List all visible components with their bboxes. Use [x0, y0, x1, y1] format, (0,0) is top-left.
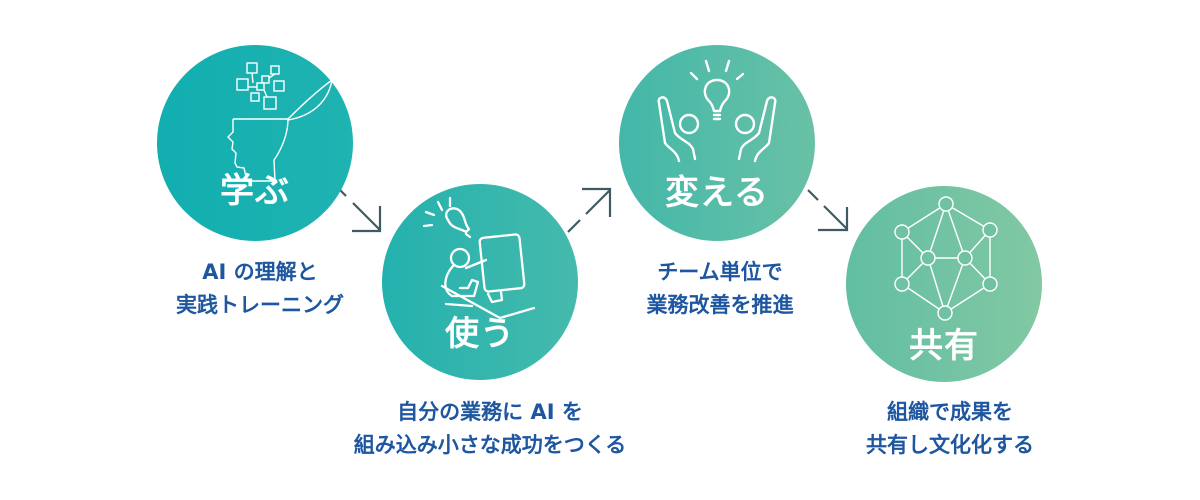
step-share-circle: 共有: [846, 186, 1042, 382]
caption-line: 自分の業務に AI を: [397, 400, 583, 424]
arrow-use-to-change: [567, 187, 612, 233]
step-learn-circle: 学ぶ: [157, 45, 353, 241]
open-head-with-blocks-icon: [227, 62, 333, 182]
network-nodes-icon: [894, 196, 998, 321]
step-learn-title: 学ぶ: [220, 171, 290, 211]
caption-line: 共有し文化化する: [866, 433, 1034, 457]
person-at-computer-with-idea-icon: [422, 196, 536, 320]
caption-line: チーム単位で: [657, 260, 783, 284]
step-use-circle: 使う: [382, 184, 578, 380]
step-learn-caption: AI の理解と 実践トレーニング: [140, 256, 380, 322]
arrow-change-to-share: [807, 189, 849, 232]
step-share-caption: 組織で成果を 共有し文化化する: [820, 396, 1080, 462]
caption-line: 実践トレーニング: [176, 293, 344, 317]
step-change-circle: 変える: [619, 45, 815, 241]
caption-line: AI の理解と: [202, 260, 318, 284]
step-change-caption: チーム単位で 業務改善を推進: [600, 256, 840, 322]
step-use-title: 使う: [445, 314, 515, 354]
caption-line: 組織で成果を: [887, 400, 1013, 424]
caption-line: 業務改善を推進: [646, 293, 794, 317]
step-share-title: 共有: [909, 326, 979, 366]
step-change-title: 変える: [665, 173, 769, 213]
step-use-caption: 自分の業務に AI を 組み込み小さな成功をつくる: [300, 396, 680, 462]
team-raising-hands-with-lightbulb-icon: [657, 59, 777, 163]
caption-line: 組み込み小さな成功をつくる: [353, 433, 627, 457]
